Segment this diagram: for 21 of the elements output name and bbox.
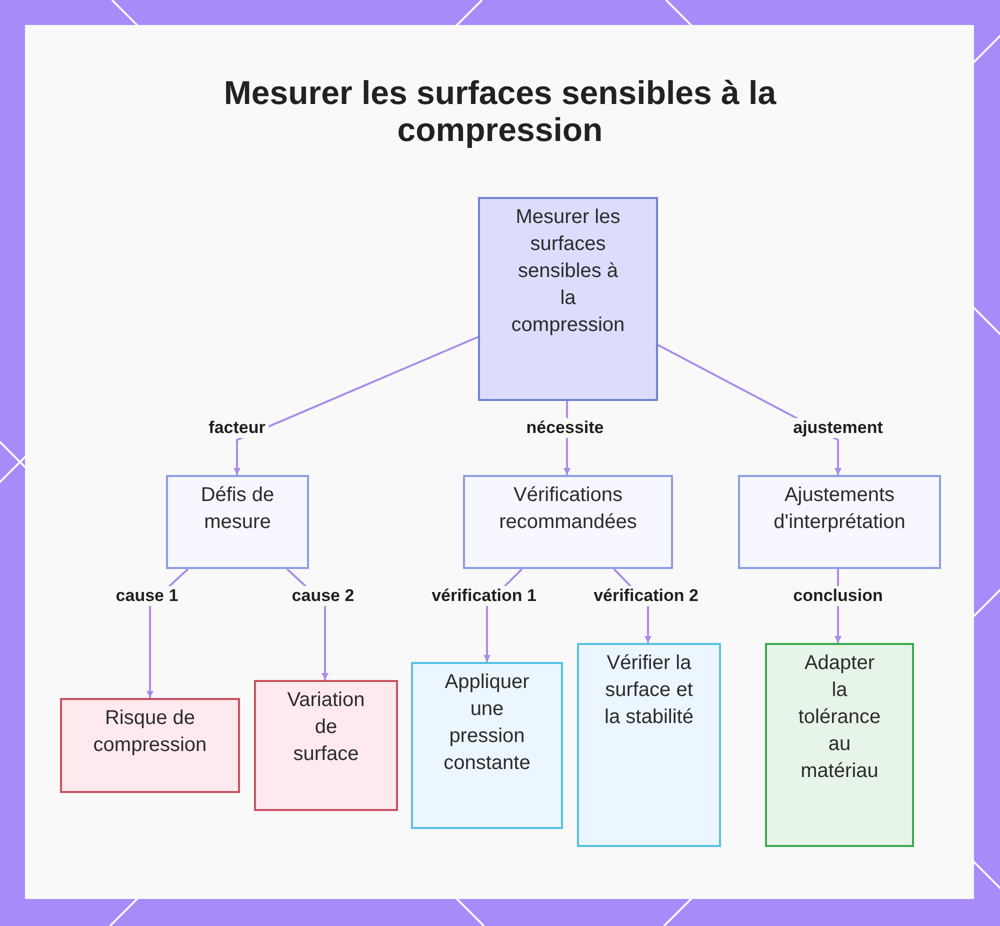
node-label: Vérifier la surface et la stabilité: [604, 651, 694, 730]
edge-label: facteur: [206, 418, 268, 438]
connector-arrow: [234, 336, 478, 475]
node-label: Vérifications recommandées: [498, 483, 638, 535]
node-label: Adapter la tolérance au matériau: [797, 651, 882, 784]
cause-box: [254, 680, 398, 811]
node-label: Mesurer les surfaces sensibles à la compression: [510, 205, 626, 338]
node-label: Appliquer une pression constante: [442, 670, 532, 776]
category-box: [166, 475, 309, 569]
node-label: Défis de mesure: [200, 483, 276, 535]
category-box: [738, 475, 941, 569]
check-box: [411, 662, 563, 829]
category-box: [463, 475, 673, 569]
check-box: [577, 643, 721, 847]
node-label: Ajustements d'interprétation: [772, 483, 906, 535]
diagram-title: Mesurer les surfaces sensibles à la compression: [222, 74, 778, 148]
topic-box: [478, 197, 658, 401]
conclusion-box: [765, 643, 914, 847]
node-label: Variation de surface: [286, 688, 366, 767]
cause-box: [60, 698, 240, 793]
node-label: Risque de compression: [92, 706, 208, 758]
